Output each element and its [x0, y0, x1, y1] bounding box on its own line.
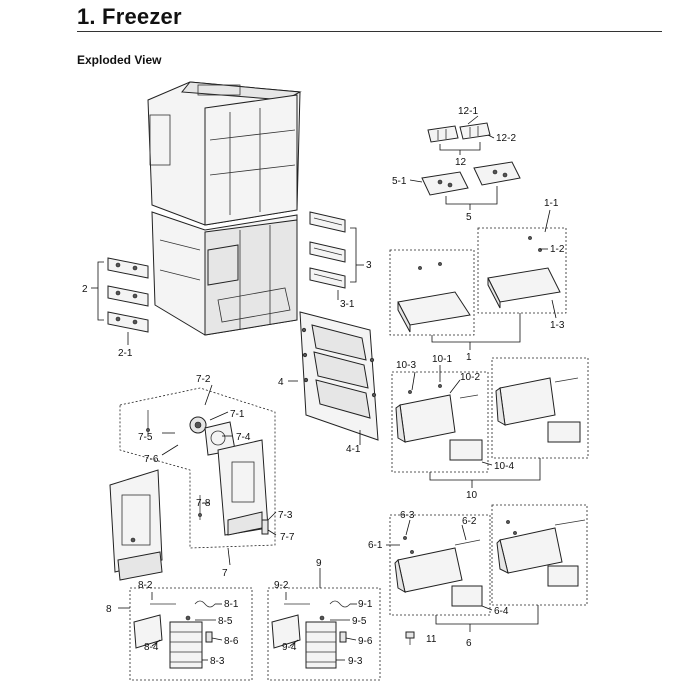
- callout-8-3: 8-3: [210, 656, 225, 667]
- callout-7-8: 7-8: [196, 498, 211, 509]
- callout-9-5: 9-5: [352, 616, 367, 627]
- callout-6-3: 6-3: [400, 510, 415, 521]
- callout-labels: 12-1 12-2 12 5-1 5 1-1 1-2 1-3 1 10-1 10…: [82, 106, 565, 667]
- callout-12-1: 12-1: [458, 106, 478, 117]
- callout-9: 9: [316, 558, 322, 569]
- callout-11: 11: [426, 634, 437, 645]
- callout-12-2: 12-2: [496, 133, 516, 144]
- callout-10-3: 10-3: [396, 360, 416, 371]
- callout-1-1: 1-1: [544, 198, 559, 209]
- callout-10-4: 10-4: [494, 461, 514, 472]
- callout-6-1: 6-1: [368, 540, 383, 551]
- part-6-lower-drawers: [386, 504, 588, 632]
- part-7-cover-assembly: [119, 384, 277, 566]
- callout-2-1: 2-1: [118, 348, 133, 359]
- callout-6-4: 6-4: [494, 606, 509, 617]
- callout-2: 2: [82, 284, 88, 295]
- callout-5: 5: [466, 212, 472, 223]
- callout-1-2: 1-2: [550, 244, 565, 255]
- callout-9-1: 9-1: [358, 599, 373, 610]
- callout-7-2: 7-2: [196, 374, 211, 385]
- callout-8-6: 8-6: [224, 636, 239, 647]
- callout-9-4: 9-4: [282, 642, 297, 653]
- callout-8: 8: [106, 604, 112, 615]
- part-1-upper-drawers: [389, 209, 567, 350]
- callout-4: 4: [278, 377, 284, 388]
- section-subtitle: Exploded View: [77, 53, 162, 67]
- callout-8-1: 8-1: [224, 599, 239, 610]
- part-2-side-rails: [91, 257, 149, 345]
- callout-10-2: 10-2: [460, 372, 480, 383]
- callout-3-1: 3-1: [340, 299, 355, 310]
- part-10-middle-drawers: [391, 357, 589, 488]
- title-underline: [77, 31, 662, 32]
- callout-12: 12: [455, 157, 467, 168]
- callout-6-2: 6-2: [462, 516, 477, 527]
- part-8-evaporator: [118, 587, 253, 681]
- callout-7: 7: [222, 568, 228, 579]
- callout-9-6: 9-6: [358, 636, 373, 647]
- callout-7-6: 7-6: [144, 454, 159, 465]
- rear-cover-panel: [109, 469, 163, 581]
- callout-1-3: 1-3: [550, 320, 565, 331]
- callout-6: 6: [466, 638, 472, 649]
- callout-9-2: 9-2: [274, 580, 289, 591]
- callout-7-7: 7-7: [280, 532, 295, 543]
- part-12-ice-trays: [427, 115, 495, 155]
- callout-9-3: 9-3: [348, 656, 363, 667]
- callout-7-4: 7-4: [236, 432, 251, 443]
- callout-8-4: 8-4: [144, 642, 159, 653]
- callout-5-1: 5-1: [392, 176, 407, 187]
- callout-10-1: 10-1: [432, 354, 452, 365]
- part-5-ice-bins: [409, 161, 521, 210]
- callout-8-5: 8-5: [218, 616, 233, 627]
- part-11-screw: [405, 631, 415, 645]
- callout-4-1: 4-1: [346, 444, 361, 455]
- callout-8-2: 8-2: [138, 580, 153, 591]
- callout-10: 10: [466, 490, 478, 501]
- part-3-right-rails: [309, 211, 364, 300]
- freezer-cabinet: [147, 81, 302, 336]
- callout-7-1: 7-1: [230, 409, 245, 420]
- part-4-panel: [288, 311, 379, 445]
- callout-7-3: 7-3: [278, 510, 293, 521]
- page-title: 1. Freezer: [77, 4, 182, 29]
- part-9-evaporator: [267, 568, 381, 681]
- callout-7-5: 7-5: [138, 432, 153, 443]
- callout-1: 1: [466, 352, 472, 363]
- callout-3: 3: [366, 260, 372, 271]
